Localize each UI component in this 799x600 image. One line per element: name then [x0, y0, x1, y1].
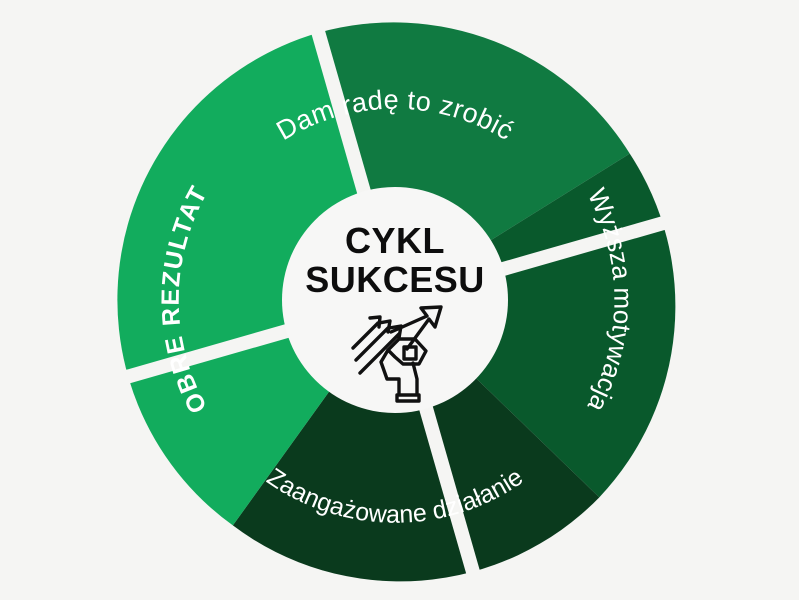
- raised-arm-with-arrows-icon: [351, 305, 443, 403]
- center-title-line2: SUKCESU: [305, 259, 485, 300]
- segment-action-shape[interactable]: [185, 261, 609, 600]
- center-title-line1: CYKL: [345, 220, 445, 261]
- segment-motivation[interactable]: [374, 150, 731, 536]
- segment-results[interactable]: [52, 32, 443, 542]
- segment-results-label: DOBRE REZULTATY: [0, 0, 213, 418]
- segment-motivation-shape[interactable]: [374, 150, 731, 536]
- segment-results-shape[interactable]: [52, 32, 443, 542]
- center-hub: [282, 187, 508, 413]
- segment-action[interactable]: [185, 261, 609, 600]
